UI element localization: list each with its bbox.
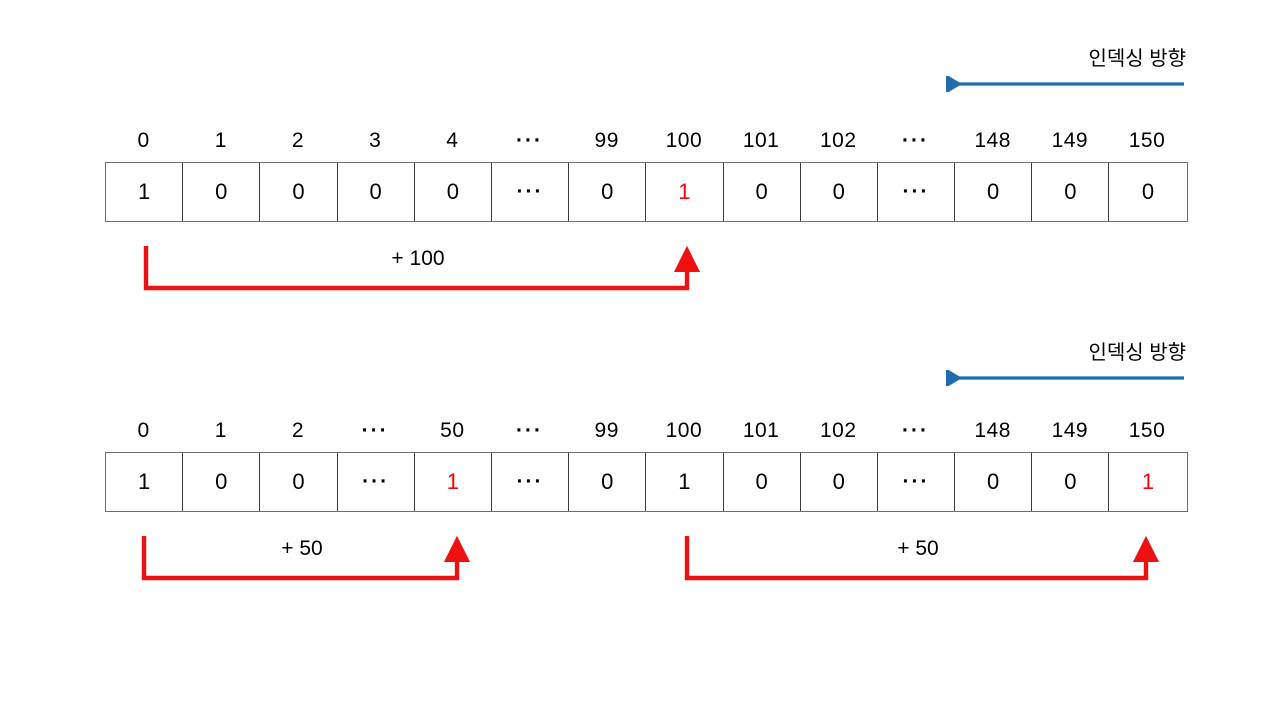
index-cell: 99 [594, 419, 619, 442]
index-cell: 1 [214, 129, 227, 152]
index-cell: 150 [1128, 419, 1166, 442]
indexing-direction-label: 인덱싱 방향 [1088, 48, 1186, 70]
index-ellipsis: ··· [901, 419, 929, 442]
index-ellipsis: ··· [901, 129, 929, 152]
offset-bracket-plus-100: + 100 [140, 240, 701, 296]
array-cell-ellipsis: ··· [492, 453, 570, 511]
offset-bracket-plus-50-right: + 50 [681, 530, 1160, 586]
array-cell: 1 [646, 453, 724, 511]
index-ellipsis: ··· [516, 419, 544, 442]
left-arrow-icon [946, 76, 1184, 92]
index-cell: 99 [594, 129, 619, 152]
array-cell-ellipsis: ··· [492, 163, 570, 221]
index-cell: 2 [291, 129, 305, 152]
index-cell: 0 [137, 419, 150, 442]
index-cell: 102 [820, 129, 857, 152]
offset-label: + 50 [897, 537, 939, 560]
array-cell: 0 [801, 163, 878, 221]
array-cell: 0 [338, 163, 415, 221]
index-cell: 150 [1128, 129, 1166, 152]
value-row-bottom: 1 0 0 ··· 1 ··· 0 1 0 0 ··· 0 0 1 [105, 452, 1188, 512]
index-ellipsis: ··· [516, 129, 544, 152]
index-cell: 102 [820, 419, 857, 442]
array-cell: 0 [724, 163, 801, 221]
index-cell: 4 [446, 129, 459, 152]
array-cell: 0 [260, 453, 338, 511]
array-cell-highlighted: 1 [1141, 469, 1155, 494]
index-cell: 101 [742, 419, 780, 442]
array-cell-highlighted: 1 [415, 453, 492, 511]
index-cell: 0 [137, 129, 150, 152]
index-cell: 3 [369, 129, 382, 152]
array-cell-highlighted: 1 [646, 163, 724, 221]
array-cell: 0 [1141, 179, 1155, 204]
array-cell: 0 [569, 453, 647, 511]
array-cell: 0 [415, 163, 492, 221]
indexing-direction-label: 인덱싱 방향 [1088, 342, 1186, 364]
array-cell: 0 [569, 163, 647, 221]
index-cell: 50 [440, 419, 465, 442]
offset-label: + 50 [281, 537, 323, 560]
array-cell: 0 [183, 453, 261, 511]
index-ellipsis: ··· [361, 419, 389, 442]
array-cell: 0 [955, 453, 1033, 511]
offset-bracket-plus-50-left: + 50 [138, 530, 471, 586]
array-cell: 0 [183, 163, 261, 221]
index-cell: 101 [742, 129, 780, 152]
array-cell: 0 [801, 453, 878, 511]
array-cell: 0 [1032, 453, 1110, 511]
index-cell: 100 [665, 129, 703, 152]
index-cell: 149 [1051, 129, 1089, 152]
array-cell-ellipsis: ··· [878, 453, 956, 511]
array-cell: 0 [260, 163, 338, 221]
array-cell-ellipsis: ··· [878, 163, 956, 221]
index-cell: 148 [974, 419, 1011, 442]
index-cell: 149 [1051, 419, 1089, 442]
left-arrow-icon [946, 370, 1184, 386]
array-cell: 1 [106, 453, 184, 511]
offset-label: + 100 [391, 247, 445, 270]
index-cell: 100 [665, 419, 703, 442]
array-cell: 0 [1032, 163, 1110, 221]
index-cell: 1 [214, 419, 227, 442]
index-header-row-bottom: 0 1 2 ··· 50 ··· 99 100 101 102 ··· 148 … [105, 416, 1186, 446]
array-cell-ellipsis: ··· [338, 453, 415, 511]
array-cell: 1 [106, 163, 184, 221]
array-cell: 0 [955, 163, 1033, 221]
index-cell: 148 [974, 129, 1011, 152]
value-row-top: 1 0 0 0 0 ··· 0 1 0 0 ··· 0 0 0 [105, 162, 1188, 222]
index-cell: 2 [291, 419, 305, 442]
array-cell: 0 [724, 453, 801, 511]
index-header-row-top: 0 1 2 3 4 ··· 99 100 101 102 ··· 148 149… [105, 126, 1186, 156]
